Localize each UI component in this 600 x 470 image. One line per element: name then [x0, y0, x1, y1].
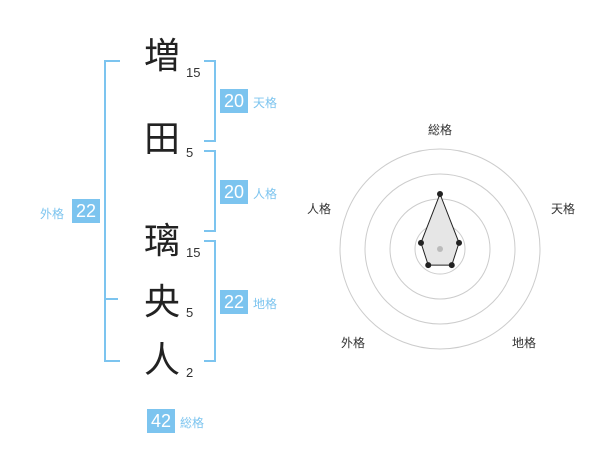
chikaku-bracket — [204, 240, 216, 362]
jinkaku-bracket — [204, 150, 216, 232]
jinkaku-label: 人格 — [253, 187, 278, 201]
chikaku-label: 地格 — [253, 297, 278, 311]
chikaku-value-badge: 22 — [220, 290, 248, 314]
stroke-count-2: 5 — [186, 145, 194, 160]
gaikaku-value-badge: 22 — [72, 199, 100, 223]
radar-point-0 — [437, 191, 443, 197]
radar-axis-label-jinkaku: 人格 — [306, 202, 332, 216]
radar-axis-label-gaikaku: 外格 — [340, 336, 366, 350]
name-char-3: 璃 — [143, 221, 180, 262]
stroke-count-4: 5 — [186, 305, 194, 320]
name-char-1: 増 — [143, 36, 180, 77]
radar-polygon — [420, 192, 460, 266]
tenkaku-value-badge: 20 — [220, 89, 248, 113]
name-char-2: 田 — [143, 119, 180, 160]
name-char-5: 人 — [143, 340, 180, 381]
gaikaku-bracket — [104, 60, 120, 362]
radar-point-3 — [425, 262, 432, 269]
radar-axis-label-soukaku: 総格 — [427, 123, 453, 137]
name-char-4: 央 — [143, 282, 180, 323]
radar-point-1 — [456, 239, 463, 246]
stroke-count-3: 15 — [186, 245, 201, 260]
stroke-count-5: 2 — [186, 365, 194, 380]
radar-center-dot — [437, 246, 443, 252]
radar-point-2 — [448, 262, 455, 269]
radar-point-4 — [417, 239, 424, 246]
gaikaku-bracket-tick — [104, 298, 118, 300]
radar-axis-label-tenkaku: 天格 — [550, 202, 576, 216]
jinkaku-value-badge: 20 — [220, 180, 248, 204]
radar-ring-3 — [364, 173, 516, 325]
tenkaku-label: 天格 — [253, 96, 278, 110]
soukaku-label: 総格 — [180, 416, 205, 430]
tenkaku-bracket — [204, 60, 216, 142]
stroke-count-1: 15 — [186, 65, 201, 80]
soukaku-value-badge: 42 — [147, 409, 175, 433]
radar-axis-label-chikaku: 地格 — [511, 336, 537, 350]
gaikaku-label: 外格 — [40, 207, 65, 221]
radar-ring-4 — [339, 148, 541, 350]
